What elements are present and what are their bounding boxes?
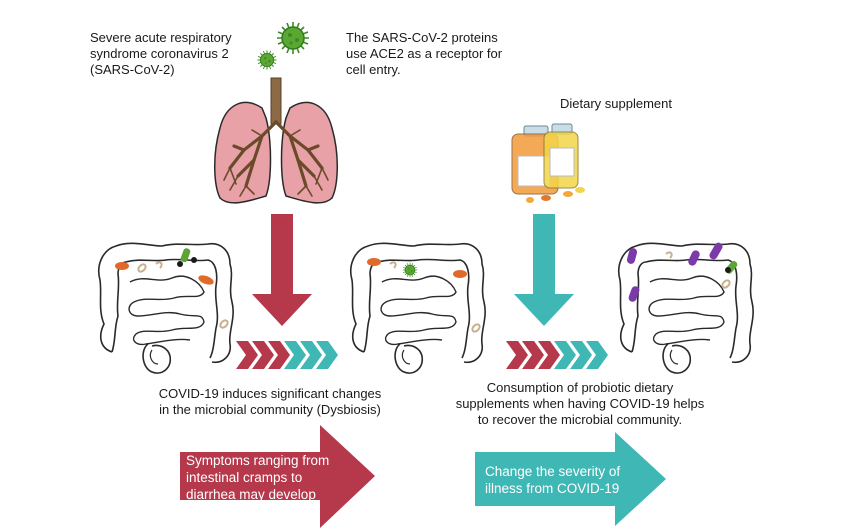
red-down-arrow — [252, 214, 312, 326]
virus-label-line: (SARS-CoV-2) — [90, 62, 175, 77]
symptoms-arrow-line: Symptoms ranging from — [186, 453, 330, 468]
severity-arrow-line: illness from COVID-19 — [485, 481, 620, 496]
probiotic-caption-line: to recover the microbial community. — [477, 412, 683, 427]
teal-down-arrow — [514, 214, 574, 326]
symptoms-arrow-shape — [180, 425, 375, 528]
dysbiosis-caption: COVID-19 induces significant changes in … — [140, 386, 400, 418]
virus-large-icon — [276, 21, 310, 55]
virus-label: Severe acute respiratory syndrome corona… — [90, 30, 232, 78]
severity-arrow-text: Change the severity of illness from COVI… — [485, 463, 620, 497]
virus-label-line: Severe acute respiratory — [90, 30, 232, 45]
chevrons-right — [506, 341, 608, 369]
virus-small-icon — [256, 49, 278, 71]
chevrons-left — [236, 341, 338, 369]
symptoms-arrow-text: Symptoms ranging from intestinal cramps … — [186, 452, 329, 503]
severity-arrow-shape — [475, 432, 666, 526]
intestine-left-icon — [97, 242, 234, 374]
receptor-label: The SARS-CoV-2 proteins use ACE2 as a re… — [346, 30, 502, 78]
receptor-label-line: use ACE2 as a receptor for — [346, 46, 503, 61]
severity-arrow-line: Change the severity of — [485, 464, 621, 479]
dysbiosis-caption-line: in the microbial community (Dysbiosis) — [159, 402, 381, 417]
supplement-bottles-icon — [511, 123, 585, 203]
intestine-middle-icon — [349, 242, 486, 374]
intestine-right-icon — [617, 242, 754, 374]
probiotic-caption-line: Consumption of probiotic dietary — [486, 380, 674, 395]
symptoms-arrow-line: intestinal cramps to — [186, 470, 303, 485]
probiotic-caption: Consumption of probiotic dietary supplem… — [425, 380, 735, 428]
probiotic-caption-line: supplements when having COVID-19 helps — [455, 396, 705, 411]
receptor-label-line: The SARS-CoV-2 proteins — [346, 30, 498, 45]
receptor-label-line: cell entry. — [346, 62, 401, 77]
dysbiosis-caption-line: COVID-19 induces significant changes — [158, 386, 382, 401]
lungs-icon — [213, 77, 339, 204]
supplement-label: Dietary supplement — [560, 96, 672, 111]
symptoms-arrow-line: diarrhea may develop — [186, 487, 316, 502]
virus-label-line: syndrome coronavirus 2 — [90, 46, 229, 61]
